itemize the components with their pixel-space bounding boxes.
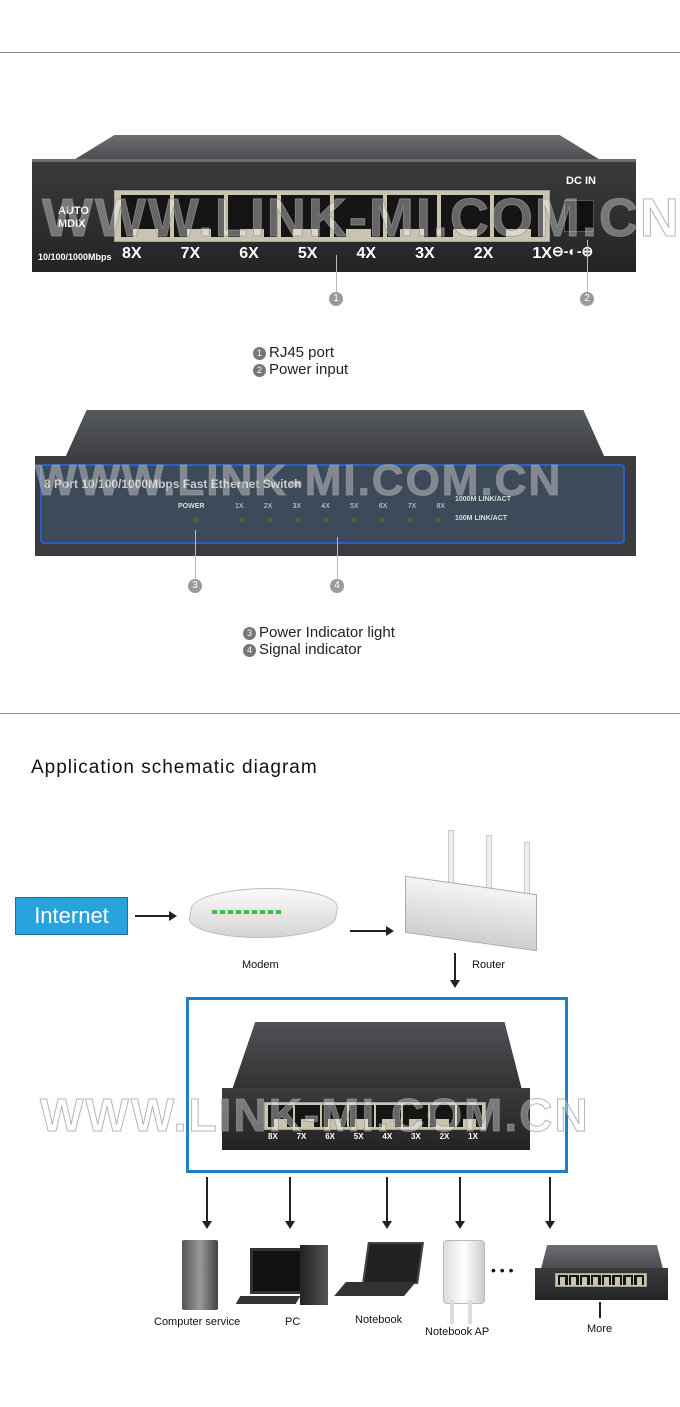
port-label: 6X	[239, 245, 259, 262]
divider	[0, 52, 680, 53]
switch-rear-photo: AUTO MDIX 10/100/1000Mbps 8X 7X 6X 5X 4X…	[32, 135, 679, 275]
notebook-image	[362, 1242, 424, 1284]
watermark: WWW.LINK-MI.COM.CN	[34, 456, 563, 506]
port-label: 2X	[473, 245, 494, 262]
watermark: WWW.LINK-MI.COM.CN	[42, 188, 680, 249]
switch-frame	[186, 997, 568, 1173]
watermark: WWW.LINK-MI.COM.CN	[40, 1089, 590, 1142]
polarity-icon: ⊖-◐-⊕	[552, 243, 594, 259]
port-label: 7X	[180, 245, 201, 262]
port-label: 5X	[297, 245, 318, 262]
callout-3: 3	[188, 579, 202, 593]
front-title: 8 Port 10/100/1000Mbps Fast Ethernet Swi…	[44, 477, 302, 491]
power-label: POWER	[178, 503, 205, 510]
link-100-label: 100M LINK/ACT	[455, 515, 508, 522]
notebook-label: Notebook	[355, 1314, 403, 1326]
diagram-title: Application schematic diagram	[31, 757, 318, 778]
divider	[0, 713, 680, 714]
rj45-ports	[114, 190, 550, 242]
pc-tower-image	[300, 1245, 328, 1305]
dc-in-label: DC IN	[566, 175, 596, 187]
modem-image	[182, 880, 342, 950]
access-point-image	[443, 1240, 485, 1304]
router-image	[400, 830, 540, 955]
auto-mdix-label: AUTO MDIX	[58, 205, 89, 230]
notebook-ap-label: Notebook AP	[425, 1326, 490, 1338]
callout-2: 2	[580, 292, 594, 306]
legend-signal-indicator: Signal indicator	[259, 641, 362, 658]
router-label: Router	[472, 959, 506, 971]
modem-label: Modem	[242, 959, 279, 971]
port-labels: 8X 7X 6X 5X 4X 3X 2X 1X	[122, 245, 552, 263]
pc-label: PC	[285, 1316, 301, 1328]
port-label: 1X	[532, 245, 552, 262]
more-switch-image	[535, 1245, 668, 1300]
speed-label: 10/100/1000Mbps	[38, 252, 112, 262]
server-image	[182, 1240, 218, 1310]
led-panel	[40, 464, 625, 544]
port-label: 3X	[415, 245, 435, 262]
legend-power-input: Power input	[269, 361, 349, 378]
port-label: 4X	[356, 245, 377, 262]
callout-1: 1	[329, 292, 343, 306]
legend-rj45: RJ45 port	[269, 344, 335, 361]
callout-4: 4	[330, 579, 344, 593]
dc-jack	[564, 200, 594, 232]
port-label: 8X	[122, 245, 142, 262]
ellipsis: • • •	[491, 1262, 514, 1278]
keyboard-image	[235, 1296, 301, 1304]
pc-monitor-image	[250, 1248, 308, 1294]
computer-service-label: Computer service	[154, 1316, 241, 1328]
internet-box: Internet	[15, 897, 128, 935]
more-label: More	[587, 1323, 613, 1335]
link-1000-label: 1000M LINK/ACT	[455, 496, 512, 503]
legend-power-indicator: Power Indicator light	[259, 624, 395, 641]
switch-front-photo: 8 Port 10/100/1000Mbps Fast Ethernet Swi…	[34, 410, 636, 556]
